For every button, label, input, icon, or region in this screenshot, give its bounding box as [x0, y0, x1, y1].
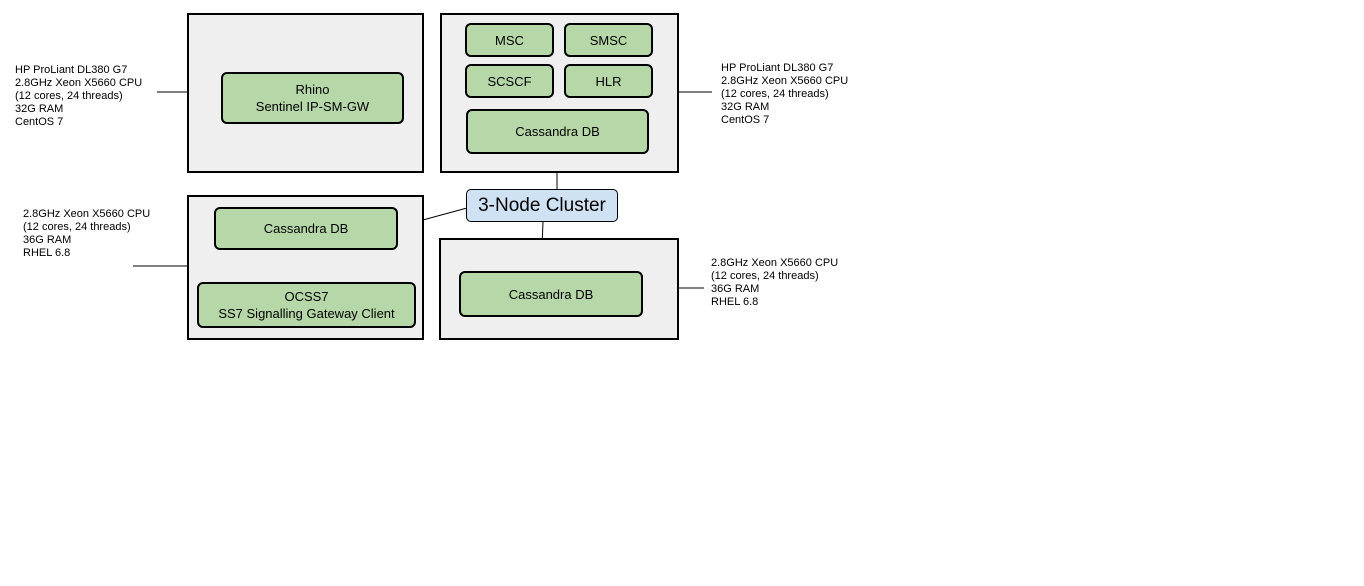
- server-ocss7: Cassandra DB OCSS7 SS7 Signalling Gatewa…: [187, 195, 424, 340]
- cluster-label: 3-Node Cluster: [466, 189, 618, 222]
- component-scscf: SCSCF: [465, 64, 554, 98]
- server-rhino: Rhino Sentinel IP-SM-GW: [187, 13, 424, 173]
- server-spec-cassandra3: 2.8GHz Xeon X5660 CPU (12 cores, 24 thre…: [711, 257, 839, 308]
- server-spec-rhino: HP ProLiant DL380 G7 2.8GHz Xeon X5660 C…: [15, 64, 143, 128]
- server-spec-ocss7: 2.8GHz Xeon X5660 CPU (12 cores, 24 thre…: [23, 208, 151, 259]
- component-msc: MSC: [465, 23, 554, 57]
- component-ocss7: OCSS7 SS7 Signalling Gateway Client: [197, 282, 416, 328]
- component-cassandra-db: Cassandra DB: [214, 207, 398, 250]
- component-hlr: HLR: [564, 64, 653, 98]
- component-smsc: SMSC: [564, 23, 653, 57]
- component-sublabel: SS7 Signalling Gateway Client: [218, 306, 395, 321]
- server-spec-ims: HP ProLiant DL380 G7 2.8GHz Xeon X5660 C…: [721, 62, 849, 126]
- component-cassandra-db: Cassandra DB: [459, 271, 643, 317]
- component-label: OCSS7: [284, 289, 329, 304]
- server-cassandra3: Cassandra DB: [439, 238, 679, 340]
- component-sublabel: Sentinel IP-SM-GW: [255, 99, 370, 114]
- server-ims: MSC SMSC SCSCF HLR Cassandra DB: [440, 13, 679, 173]
- component-label: Rhino: [295, 82, 330, 97]
- component-cassandra-db: Cassandra DB: [466, 109, 649, 154]
- component-rhino-sentinel: Rhino Sentinel IP-SM-GW: [221, 72, 404, 124]
